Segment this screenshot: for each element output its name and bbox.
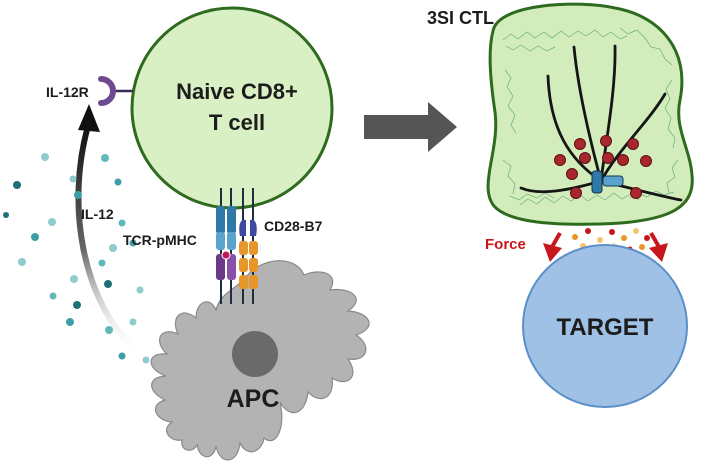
apc-nucleus <box>232 331 278 377</box>
target-cell <box>522 244 688 408</box>
cd28-b7-complex <box>239 188 258 304</box>
force-arrow-left <box>543 232 562 262</box>
apc-cell <box>150 260 370 461</box>
force-arrow-right <box>649 232 668 262</box>
apc-label: APC <box>227 385 280 413</box>
transition-arrow <box>364 102 457 152</box>
naive-cell-label-line2: T cell <box>209 110 265 135</box>
target-label: TARGET <box>557 314 654 341</box>
naive-t-cell <box>130 6 334 210</box>
centrosome <box>591 170 624 194</box>
microtubule-beads <box>554 135 652 199</box>
il12-cytokine-particles <box>3 153 150 364</box>
ctl-title: 3SI CTL <box>427 8 494 28</box>
ctl-cell <box>486 2 694 226</box>
il12-label: IL-12 <box>81 206 114 222</box>
actin-cortex <box>502 27 679 206</box>
naive-cell-label-line1: Naive CD8+ <box>176 79 298 104</box>
tcr-pmhc-label: TCR-pMHC <box>123 232 197 248</box>
il12r-receptor <box>98 76 133 106</box>
cd28-b7-label: CD28-B7 <box>264 218 323 234</box>
il12-arrow <box>75 104 138 353</box>
il12r-label: IL-12R <box>46 84 89 100</box>
microtubules <box>519 44 683 202</box>
force-label: Force <box>485 236 526 253</box>
tcr-pmhc-complex <box>216 188 236 304</box>
